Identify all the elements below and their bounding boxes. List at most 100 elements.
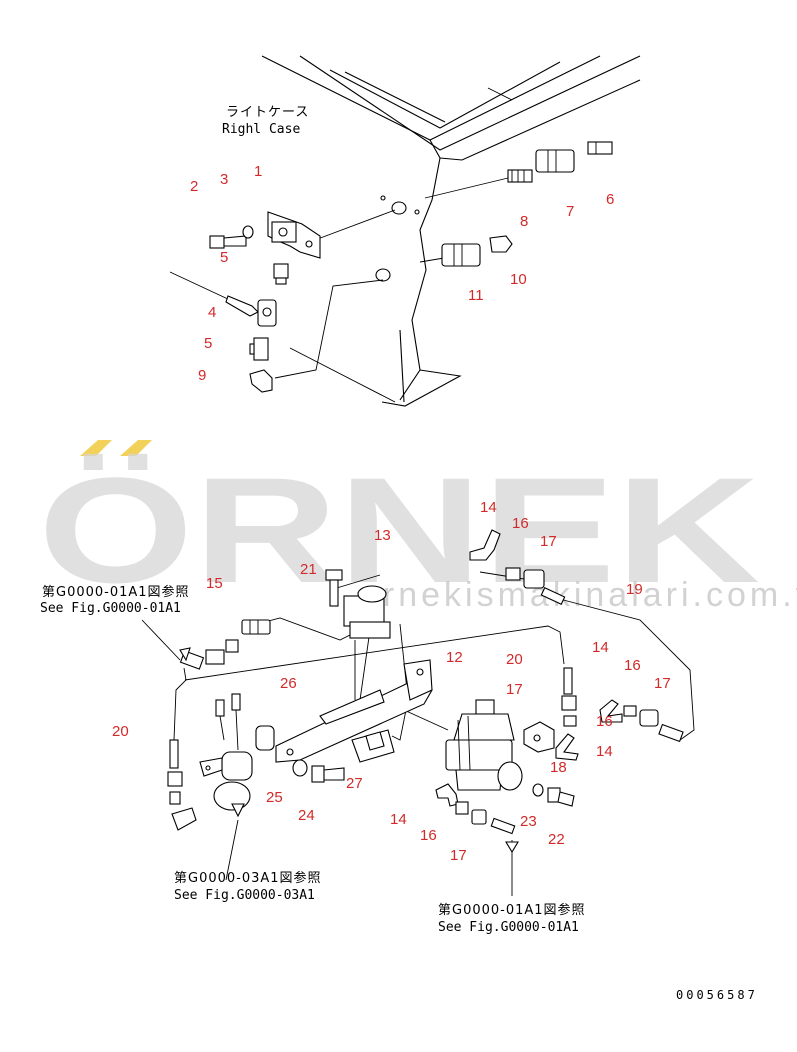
- callout-14-right: 14: [592, 639, 609, 656]
- block-part-18: [523, 721, 555, 753]
- fitting-part-5-top: [273, 263, 289, 285]
- bolt-part-22: [547, 787, 575, 807]
- callout-20-right: 20: [506, 651, 523, 668]
- elbow-part-14-top: [469, 529, 501, 561]
- callout-14-top: 14: [480, 499, 497, 516]
- callout-20-left: 20: [112, 723, 129, 740]
- relay-box: [351, 729, 395, 763]
- fitting-part-15: [241, 619, 271, 635]
- elbow-part-14-right: [599, 699, 623, 723]
- bolt-part-21: [325, 569, 343, 607]
- tube-end-right: [658, 723, 684, 743]
- callout-26: 26: [280, 675, 297, 692]
- callout-17-right: 17: [654, 675, 671, 692]
- callout-7: 7: [566, 203, 574, 220]
- callout-25: 25: [266, 789, 283, 806]
- elbow-part-14-bottom: [435, 783, 459, 807]
- callout-23: 23: [520, 813, 537, 830]
- nipple-part-6: [587, 141, 613, 155]
- reference-3-jp: 第G0000-01A1図参照: [438, 902, 586, 918]
- case-label-en: Righl Case: [222, 122, 300, 137]
- watermark: ÖRNEK ornekismakinalari.com.tr: [38, 440, 797, 614]
- cushion-part-26: [255, 725, 275, 751]
- callout-24: 24: [298, 807, 315, 824]
- callout-21: 21: [300, 561, 317, 578]
- callout-19: 19: [626, 581, 643, 598]
- reference-1-en: See Fig.G0000-01A1: [40, 601, 181, 616]
- bolt-part-2: [209, 235, 247, 249]
- callout-13: 13: [374, 527, 391, 544]
- reference-2-jp: 第G0000-03A1図参照: [174, 870, 322, 886]
- nut-part-16-bottom: [455, 801, 469, 815]
- right-case-outline: [261, 55, 641, 407]
- sleeve-part-17-right: [639, 709, 659, 727]
- callout-numbers: 1 2 3 5 4 5 9 8 7 6 11 10 14 16 17 13 21…: [112, 163, 671, 864]
- regulator-part-12: [445, 699, 523, 791]
- reference-3-en: See Fig.G0000-01A1: [438, 920, 579, 935]
- callout-9: 9: [198, 367, 206, 384]
- lower-leader-lines: [141, 571, 695, 896]
- sleeve-part-17-top: [523, 569, 545, 589]
- fittings-left-stack: [167, 771, 197, 831]
- callout-22: 22: [548, 831, 565, 848]
- watermark-brand: ÖRNEK: [38, 446, 760, 614]
- callout-12: 12: [446, 649, 463, 666]
- callout-4: 4: [208, 304, 216, 321]
- tube-part-20-right: [563, 667, 573, 695]
- callout-16-top: 16: [512, 515, 529, 532]
- callout-3: 3: [220, 171, 228, 188]
- tube-part-19: [540, 586, 566, 606]
- callout-5-lower: 5: [204, 335, 212, 352]
- callout-1: 1: [254, 163, 262, 180]
- cock-part-4: [225, 295, 277, 327]
- callout-18: 18: [550, 759, 567, 776]
- callout-2: 2: [190, 178, 198, 195]
- hose-end-left: [179, 639, 239, 670]
- callout-6: 6: [606, 191, 614, 208]
- washer-part-25: [292, 759, 308, 777]
- tube-part-20-left: [169, 739, 179, 769]
- tube-end-bottom: [490, 817, 519, 854]
- elbow-part-14-mid: [555, 733, 579, 761]
- bracket-part-27: [275, 659, 433, 763]
- callout-8: 8: [520, 213, 528, 230]
- reference-2-en: See Fig.G0000-03A1: [174, 888, 315, 903]
- elbow-part-9: [249, 369, 273, 393]
- reference-1-jp: 第G0000-01A1図参照: [42, 584, 190, 600]
- callout-16-right: 16: [624, 657, 641, 674]
- bolt-part-24: [311, 765, 345, 783]
- callout-16-mid: 16: [596, 713, 613, 730]
- nut-part-16-right: [623, 705, 637, 717]
- upper-leader-lines: [169, 177, 509, 403]
- sleeve-part-17-mid: [561, 695, 577, 711]
- arrow-markers: [179, 647, 245, 818]
- sleeve-part-17-bottom: [471, 809, 487, 825]
- callout-5-upper: 5: [220, 249, 228, 266]
- nut-part-16-mid: [563, 715, 577, 727]
- washer-part-23: [532, 783, 544, 797]
- case-label-jp: ライトケース: [226, 105, 309, 120]
- reference-labels: 第G0000-01A1図参照 See Fig.G0000-01A1 第G0000…: [40, 584, 586, 935]
- elbow-part-10: [489, 235, 513, 253]
- watermark-accent-icon: [80, 440, 152, 456]
- connector-part-7: [535, 149, 575, 173]
- washer-part-3: [242, 225, 254, 239]
- bracket-part-1: [267, 211, 321, 259]
- callout-15: 15: [206, 575, 223, 592]
- watermark-url: ornekismakinalari.com.tr: [360, 576, 797, 614]
- pressure-switch-assembly: [199, 693, 253, 811]
- fitting-part-5-bottom: [249, 337, 269, 361]
- solenoid-valve-part-13: [343, 585, 391, 639]
- callout-11: 11: [468, 287, 484, 304]
- connector-part-8: [507, 169, 533, 183]
- callout-14-mid: 14: [596, 743, 613, 760]
- callout-16-bottom: 16: [420, 827, 437, 844]
- nut-part-16-top: [505, 567, 521, 581]
- callout-17-top: 17: [540, 533, 557, 550]
- callout-14-bottom: 14: [390, 811, 407, 828]
- connector-part-11: [441, 243, 481, 267]
- document-number: 00056587: [676, 988, 758, 1002]
- callout-17-bottom: 17: [450, 847, 467, 864]
- callout-27: 27: [346, 775, 363, 792]
